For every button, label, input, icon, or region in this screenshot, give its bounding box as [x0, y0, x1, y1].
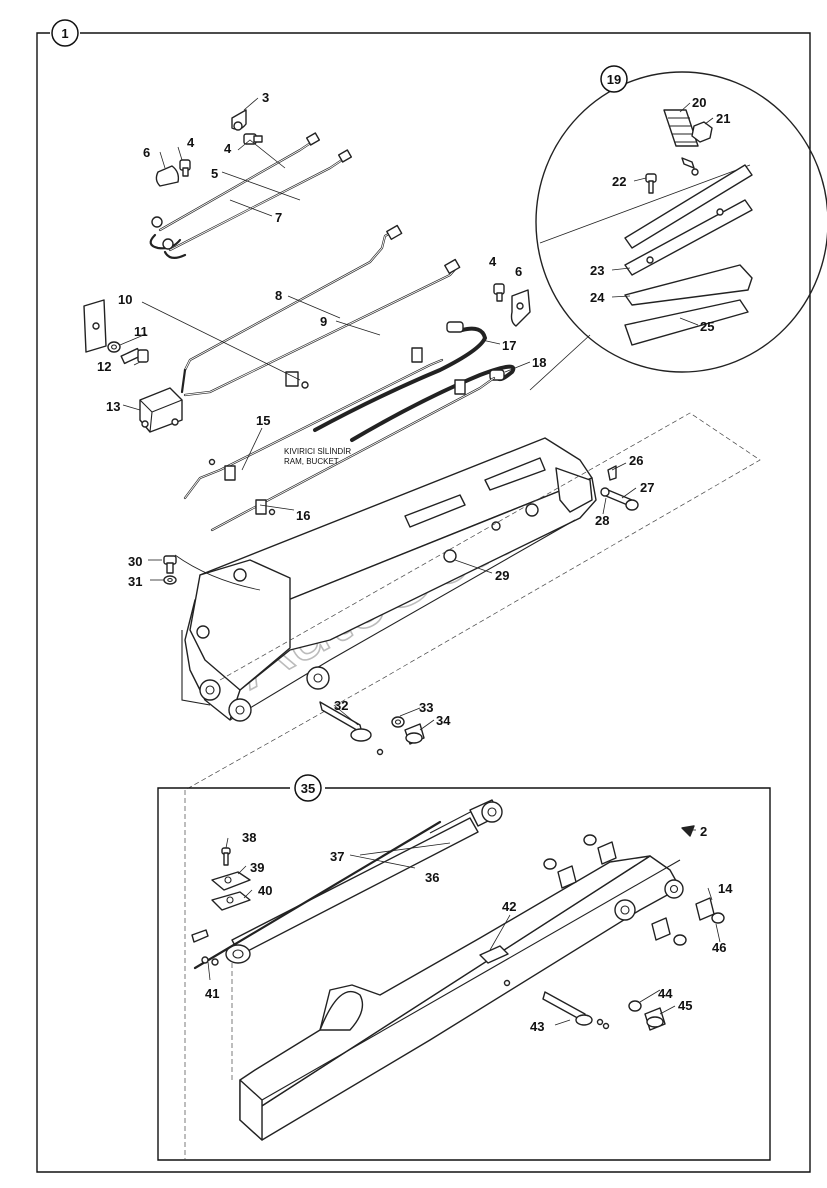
bolt-30	[163, 555, 177, 574]
washer-33	[391, 716, 405, 728]
label-21: 21	[716, 111, 730, 126]
cylinder-frame	[157, 787, 771, 1161]
label-8: 8	[275, 288, 282, 303]
bolt-4-upper	[243, 133, 263, 145]
bolt-12	[120, 347, 149, 365]
label-7: 7	[275, 210, 282, 225]
label-29: 29	[495, 568, 509, 583]
bushing-34	[404, 723, 425, 745]
label-13: 13	[106, 399, 120, 414]
svg-text:19: 19	[607, 72, 621, 87]
label-23: 23	[590, 263, 604, 278]
label-26: 26	[629, 453, 643, 468]
main-badge: 1	[51, 19, 79, 47]
washer-11	[107, 341, 121, 353]
label-30: 30	[128, 554, 142, 569]
label-2: 2	[700, 824, 707, 839]
label-40: 40	[258, 883, 272, 898]
washer-44	[628, 1000, 642, 1012]
tube-37	[193, 820, 442, 970]
label-42: 42	[502, 899, 516, 914]
label-27: 27	[640, 480, 654, 495]
brake-tube-assembly	[149, 132, 353, 259]
pin-bolt-32	[376, 748, 384, 756]
clip-10	[83, 299, 107, 353]
label-33: 33	[419, 700, 433, 715]
label-28: 28	[595, 513, 609, 528]
label-11: 11	[134, 324, 148, 339]
pin-27	[605, 489, 639, 511]
label-31: 31	[128, 574, 142, 589]
label-44: 44	[658, 986, 673, 1001]
cylinder-badge: 35	[294, 774, 322, 802]
label-4b: 4	[224, 141, 232, 156]
label-3: 3	[262, 90, 269, 105]
label-4c: 4	[489, 254, 497, 269]
label-20: 20	[692, 95, 706, 110]
label-43: 43	[530, 1019, 544, 1034]
valve-block-13	[139, 387, 183, 433]
cylinder-guide-lines	[184, 790, 233, 1160]
label-9: 9	[320, 314, 327, 329]
label-41: 41	[205, 986, 219, 1001]
label-6b: 6	[515, 264, 522, 279]
hydraulic-cylinder-36	[225, 799, 503, 964]
label-10: 10	[118, 292, 132, 307]
detail-19	[529, 71, 827, 391]
bolt-38	[221, 847, 231, 866]
label-24: 24	[590, 290, 605, 305]
bolt-4-left	[179, 159, 191, 177]
label-14: 14	[718, 881, 733, 896]
bushing-45	[644, 1007, 666, 1031]
label-4a: 4	[187, 135, 195, 150]
label-45: 45	[678, 998, 692, 1013]
washer-28	[600, 487, 610, 497]
pin-32	[319, 701, 372, 742]
clip-26	[607, 465, 617, 481]
hydraulic-tubes-8-9	[180, 224, 461, 397]
tube-clip-6-upper	[155, 165, 180, 187]
label-32: 32	[334, 698, 348, 713]
clamp-40	[211, 891, 251, 911]
label-12: 12	[97, 359, 111, 374]
annotation-line-1: KIVIRICI SİLİNDİR	[284, 447, 351, 456]
label-5: 5	[211, 166, 218, 181]
label-18: 18	[532, 355, 546, 370]
label-36: 36	[425, 870, 439, 885]
washer-31	[163, 575, 177, 585]
part-labels: 2 3 4 4 5 6 6 4 7 8 9 10 11 12 13 14 15 …	[97, 90, 733, 1034]
label-17: 17	[502, 338, 516, 353]
label-46: 46	[712, 940, 726, 955]
label-39: 39	[250, 860, 264, 875]
pin-43	[542, 991, 610, 1030]
arm-42	[239, 855, 684, 1141]
annotation-line-2: RAM, BUCKET	[284, 457, 339, 466]
bolt-4-right	[493, 283, 505, 302]
hoses-17-18	[313, 321, 516, 442]
label-22: 22	[612, 174, 626, 189]
label-38: 38	[242, 830, 256, 845]
label-6a: 6	[143, 145, 150, 160]
label-25: 25	[700, 319, 714, 334]
label-37: 37	[330, 849, 344, 864]
label-34: 34	[436, 713, 451, 728]
label-15: 15	[256, 413, 270, 428]
main-frame	[36, 32, 811, 1173]
arrow-2	[681, 825, 695, 837]
fittings-41	[191, 929, 219, 966]
leader-lines	[119, 97, 721, 1026]
label-16: 16	[296, 508, 310, 523]
detail-guide-lines	[184, 412, 761, 791]
tubes-15-16	[183, 347, 496, 532]
detail-badge: 19	[600, 65, 628, 93]
clip-6-right	[510, 289, 531, 327]
clamp-39	[211, 871, 251, 891]
bushings-14-46	[543, 834, 725, 946]
loader-boom-29	[181, 437, 597, 722]
svg-text:1: 1	[61, 26, 68, 41]
tube-clip-3	[231, 109, 247, 131]
svg-text:35: 35	[301, 781, 315, 796]
